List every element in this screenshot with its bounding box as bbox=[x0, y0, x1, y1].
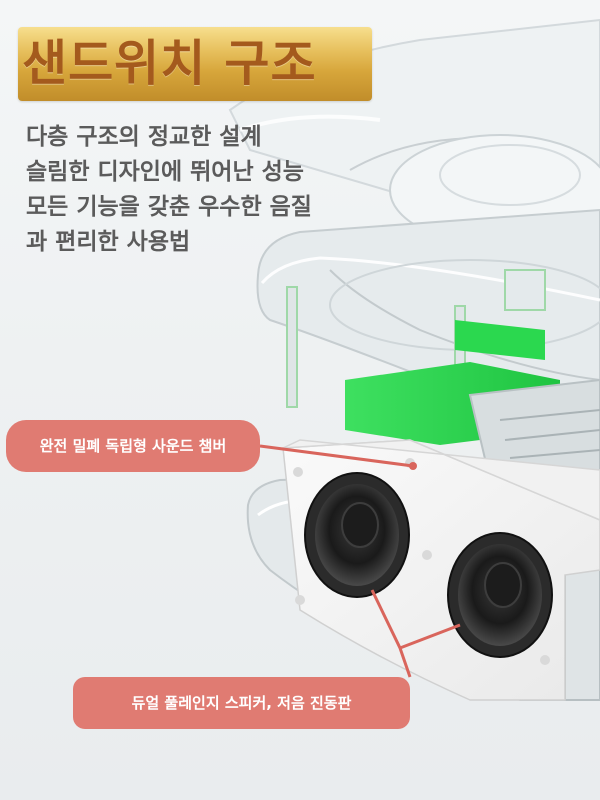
chamber-leader-line bbox=[259, 444, 414, 468]
callout-leader-lines bbox=[259, 444, 461, 678]
left-speaker-driver bbox=[304, 472, 410, 598]
sound-chamber-callout: 완전 밀폐 독립형 사운드 챔버 bbox=[6, 420, 260, 472]
feature-description: 다층 구조의 정교한 설계 슬림한 디자인에 뛰어난 성능 모든 기능을 갖춘 … bbox=[26, 120, 386, 260]
right-speaker-driver bbox=[447, 532, 553, 658]
description-line: 모든 기능을 갖춘 우수한 음질 bbox=[26, 194, 312, 220]
page-title: 샌드위치 구조 bbox=[22, 35, 317, 92]
green-pcb-layer bbox=[345, 320, 600, 482]
description-line: 과 편리한 사용법 bbox=[26, 229, 191, 255]
title-plate bbox=[18, 27, 372, 101]
description-line: 슬림한 디자인에 뛰어난 성능 bbox=[26, 159, 304, 185]
dual-speaker-callout: 듀얼 풀레인지 스피커, 저음 진동판 bbox=[73, 677, 410, 729]
speaker-leader-line-right bbox=[399, 623, 461, 650]
description-line: 다층 구조의 정교한 설계 bbox=[26, 124, 262, 150]
